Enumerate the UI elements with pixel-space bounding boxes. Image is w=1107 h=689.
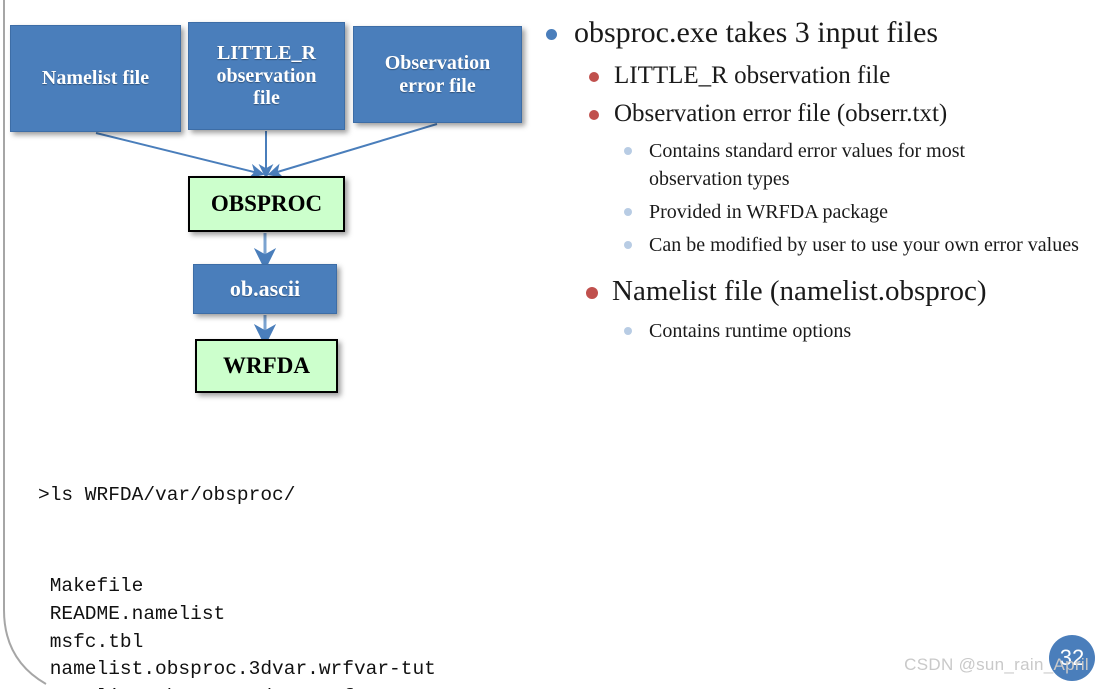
flow-node-label: Observation error file [384, 52, 491, 97]
content-bullet-list: obsproc.exe takes 3 input files LITTLE_R… [536, 14, 1102, 350]
bullet-item-level3: Provided in WRFDA package [536, 198, 1102, 226]
page-number-text: 32 [1059, 645, 1085, 670]
bullet-item-level2: Observation error file (obserr.txt) [536, 98, 1102, 130]
obsproc-flowchart: Namelist file LITTLE_R observation file … [0, 0, 540, 410]
bullet-text: obsproc.exe takes 3 input files [574, 16, 939, 49]
bullet-dot-icon [624, 208, 632, 216]
bullet-item-level3: Can be modified by user to use your own … [536, 231, 1102, 259]
bullet-dot-icon [546, 29, 557, 40]
bullet-text: Contains standard error values for most … [649, 140, 966, 190]
bullet-dot-icon [586, 287, 598, 299]
flow-node-label: Namelist file [41, 67, 150, 90]
flow-node-wrfda[interactable]: WRFDA [195, 339, 338, 393]
bullet-item-level2: Namelist file (namelist.obsproc) [536, 273, 1102, 310]
bullet-text: Observation error file (obserr.txt) [614, 100, 948, 128]
terminal-file-list: Makefile README.namelist msfc.tbl nameli… [49, 574, 436, 689]
bullet-text: Contains runtime options [649, 319, 852, 342]
bullet-dot-icon [624, 241, 632, 249]
bullet-item-level1: obsproc.exe takes 3 input files [536, 14, 1102, 52]
flow-node-namelist-file[interactable]: Namelist file [10, 25, 181, 132]
bullet-dot-icon [624, 147, 632, 155]
bullet-item-level2: LITTLE_R observation file [536, 60, 1102, 92]
bullet-text: LITTLE_R observation file [614, 61, 891, 89]
flow-node-little-r-observation-file[interactable]: LITTLE_R observation file [188, 22, 345, 130]
flow-node-obsproc[interactable]: OBSPROC [188, 176, 345, 232]
bullet-dot-icon [589, 110, 599, 121]
bullet-text: Provided in WRFDA package [649, 201, 889, 223]
flow-node-label: WRFDA [223, 353, 310, 379]
flow-node-label: ob.ascii [229, 275, 301, 301]
bullet-text: Namelist file (namelist.obsproc) [612, 275, 987, 307]
flow-node-label: OBSPROC [210, 191, 323, 217]
bullet-text: Can be modified by user to use your own … [649, 234, 1079, 256]
flow-node-observation-error-file[interactable]: Observation error file [353, 26, 522, 123]
bullet-dot-icon [589, 71, 599, 82]
terminal-command: >ls WRFDA/var/obsproc/ [38, 483, 296, 506]
bullet-dot-icon [624, 326, 632, 335]
flowchart-arrows [95, 123, 438, 347]
terminal-listing: >ls WRFDA/var/obsproc/ Makefile README.n… [38, 426, 538, 689]
flow-node-ob-ascii[interactable]: ob.ascii [193, 264, 337, 314]
page-number-badge: 32 [1049, 635, 1095, 681]
bullet-item-level3: Contains standard error values for most … [536, 137, 1102, 193]
flow-node-label: LITTLE_R observation file [216, 42, 317, 110]
bullet-item-level3: Contains runtime options [536, 317, 1102, 345]
